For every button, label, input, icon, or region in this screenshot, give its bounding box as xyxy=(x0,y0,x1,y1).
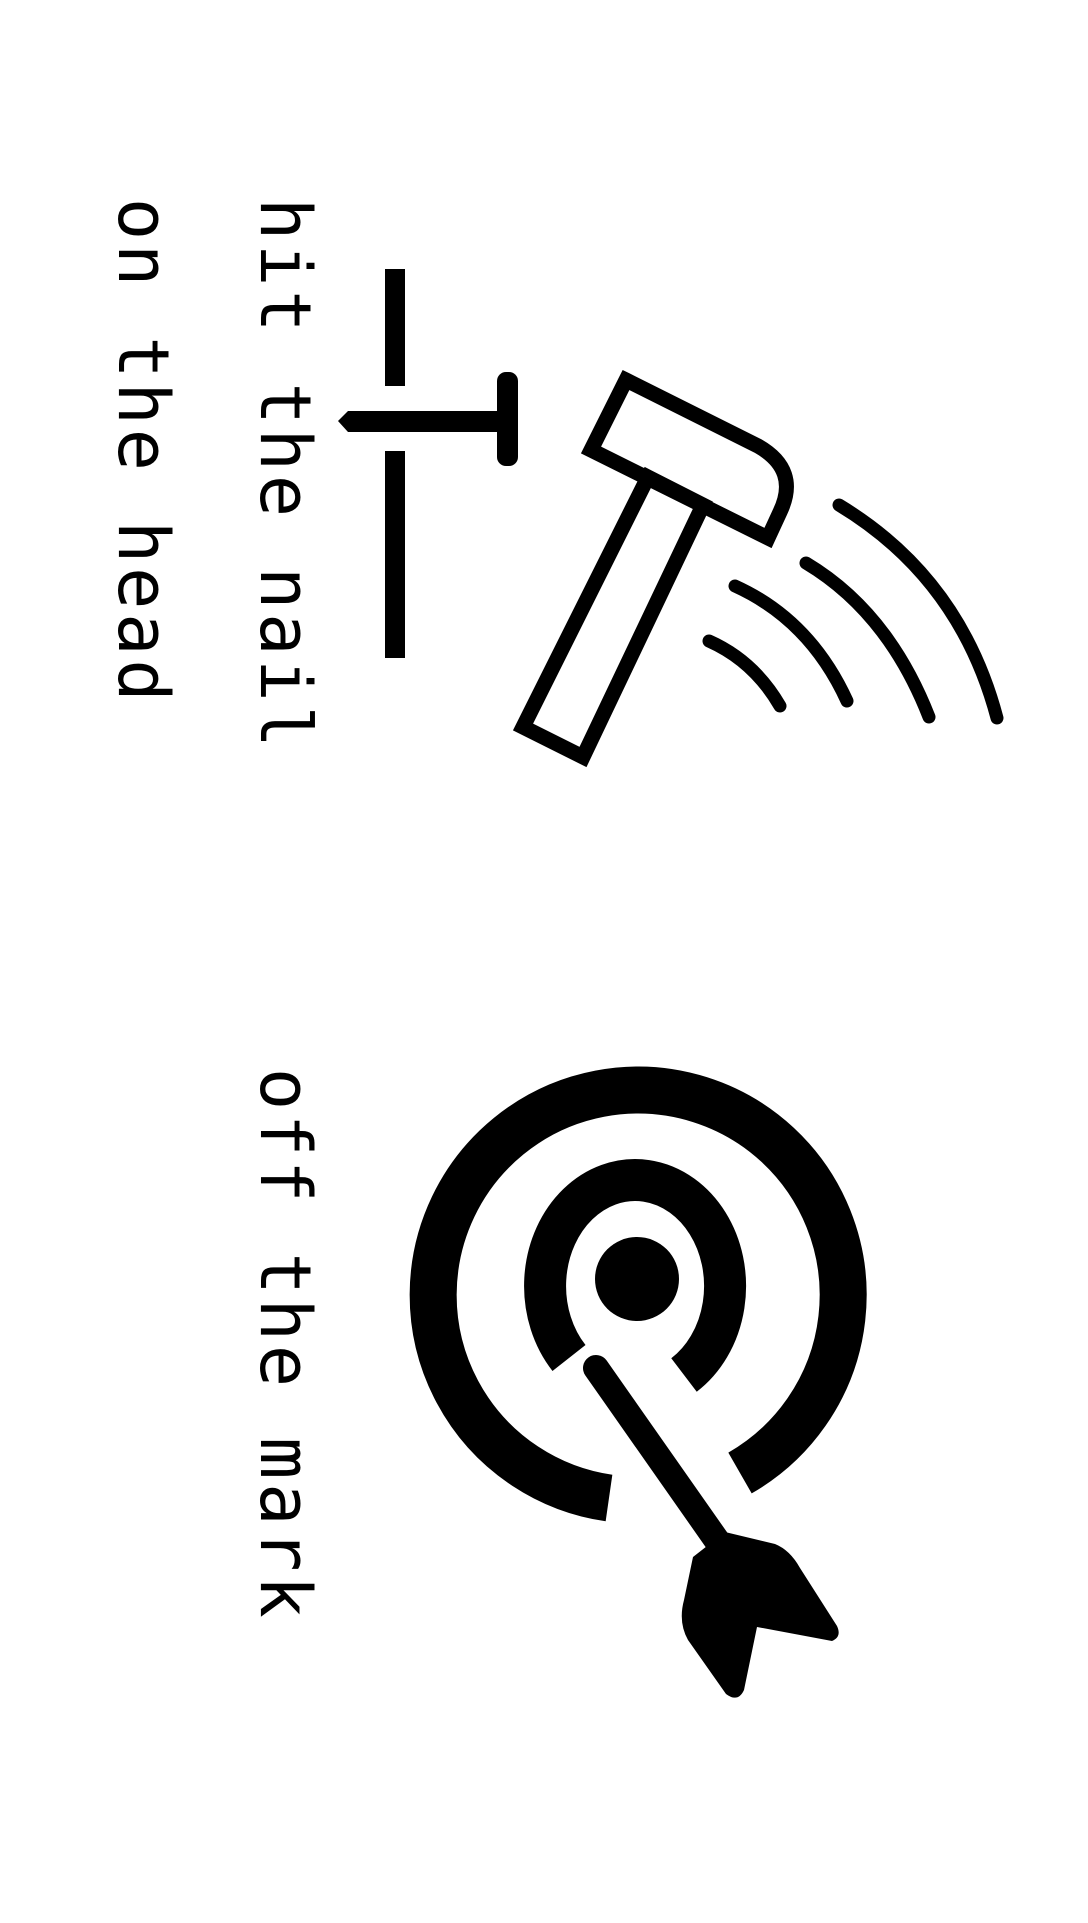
target-arrow-icon xyxy=(409,1066,867,1698)
hammer-nail-icon xyxy=(338,269,1004,768)
